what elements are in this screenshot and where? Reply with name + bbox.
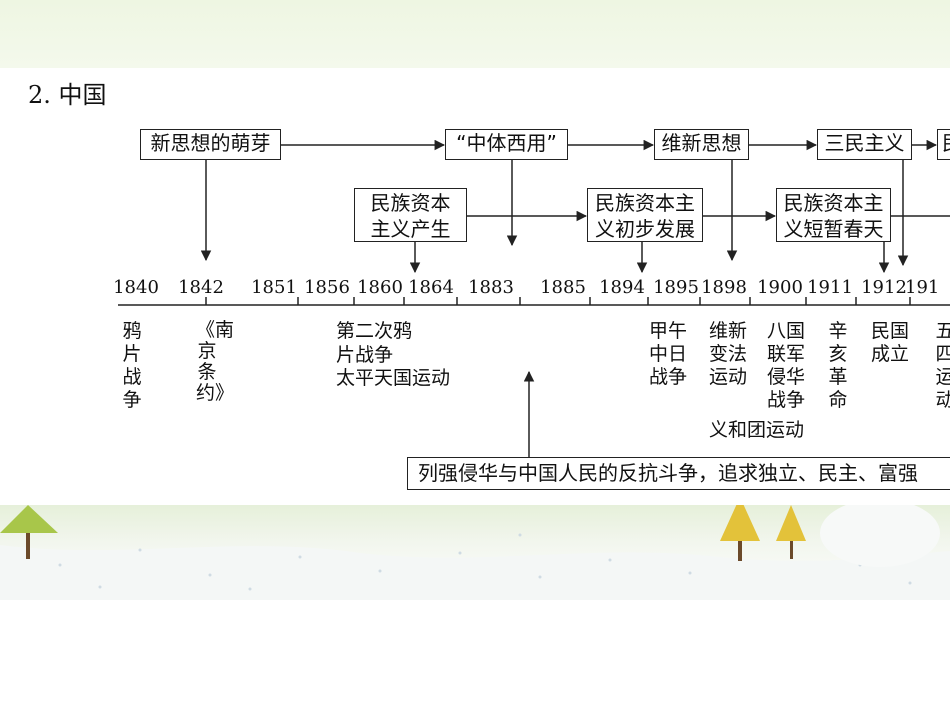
box-capitalism-emerges: 民族资本主义产生 bbox=[354, 188, 467, 242]
event-boxer-movement: 义和团运动 bbox=[709, 419, 805, 441]
year-1900: 1900 bbox=[757, 277, 803, 298]
year-1864: 1864 bbox=[408, 277, 454, 298]
year-1856: 1856 bbox=[304, 277, 350, 298]
winter-scene bbox=[0, 505, 950, 713]
box-summary: 列强侵华与中国人民的反抗斗争，追求独立、民主、富强 bbox=[407, 457, 950, 490]
tree-right-2 bbox=[776, 505, 806, 559]
year-1894: 1894 bbox=[599, 277, 645, 298]
connector-lines bbox=[118, 139, 950, 457]
box-edge-cut: 民 bbox=[937, 129, 950, 160]
box-capitalism-initial-growth: 民族资本主义初步发展 bbox=[587, 188, 703, 242]
box-new-thought-sprout: 新思想的萌芽 bbox=[140, 129, 281, 160]
year-1883: 1883 bbox=[468, 277, 514, 298]
year-1840: 1840 bbox=[113, 277, 159, 298]
winter-scene-art bbox=[0, 505, 950, 600]
event-xinhai-revolution: 辛亥革命 bbox=[828, 320, 848, 411]
timeline-diagram: 2. 中国 bbox=[0, 68, 950, 505]
snow-speckles bbox=[58, 533, 912, 591]
section-heading: 2. 中国 bbox=[28, 81, 107, 109]
event-eight-nation-alliance: 八国联军侵华战争 bbox=[766, 320, 805, 411]
year-1895: 1895 bbox=[653, 277, 699, 298]
tree-right-1 bbox=[720, 505, 760, 561]
year-1885: 1885 bbox=[540, 277, 586, 298]
year-1860: 1860 bbox=[357, 277, 403, 298]
event-reform-movement: 维新变法运动 bbox=[708, 320, 747, 388]
event-may-fourth: 五四运动 bbox=[935, 320, 950, 411]
year-1851: 1851 bbox=[251, 277, 297, 298]
event-taiping: 太平天国运动 bbox=[336, 367, 451, 389]
box-capitalism-brief-spring: 民族资本主义短暂春天 bbox=[776, 188, 891, 242]
timeline-ticks bbox=[205, 297, 911, 305]
year-1898: 1898 bbox=[701, 277, 747, 298]
event-second-opium-war-line2: 片战争 bbox=[336, 344, 394, 366]
year-1842: 1842 bbox=[178, 277, 224, 298]
year-191-cut: 191 bbox=[905, 277, 940, 298]
box-reform-thought: 维新思想 bbox=[654, 129, 749, 160]
year-1911: 1911 bbox=[807, 277, 853, 298]
header-band bbox=[0, 0, 950, 68]
event-sino-japanese-war: 甲午中日战争 bbox=[648, 320, 687, 388]
box-three-principles: 三民主义 bbox=[817, 129, 912, 160]
event-second-opium-war-line1: 第二次鸦 bbox=[336, 320, 413, 342]
event-republic-founded: 民国成立 bbox=[870, 320, 909, 365]
event-opium-war: 鸦片战争 bbox=[122, 320, 142, 411]
year-1912: 1912 bbox=[861, 277, 907, 298]
event-nanjing-treaty: 《南京条约》 bbox=[196, 319, 235, 404]
tree-left bbox=[0, 505, 58, 559]
box-zhongti-xiyong: “中体西用” bbox=[445, 129, 568, 160]
